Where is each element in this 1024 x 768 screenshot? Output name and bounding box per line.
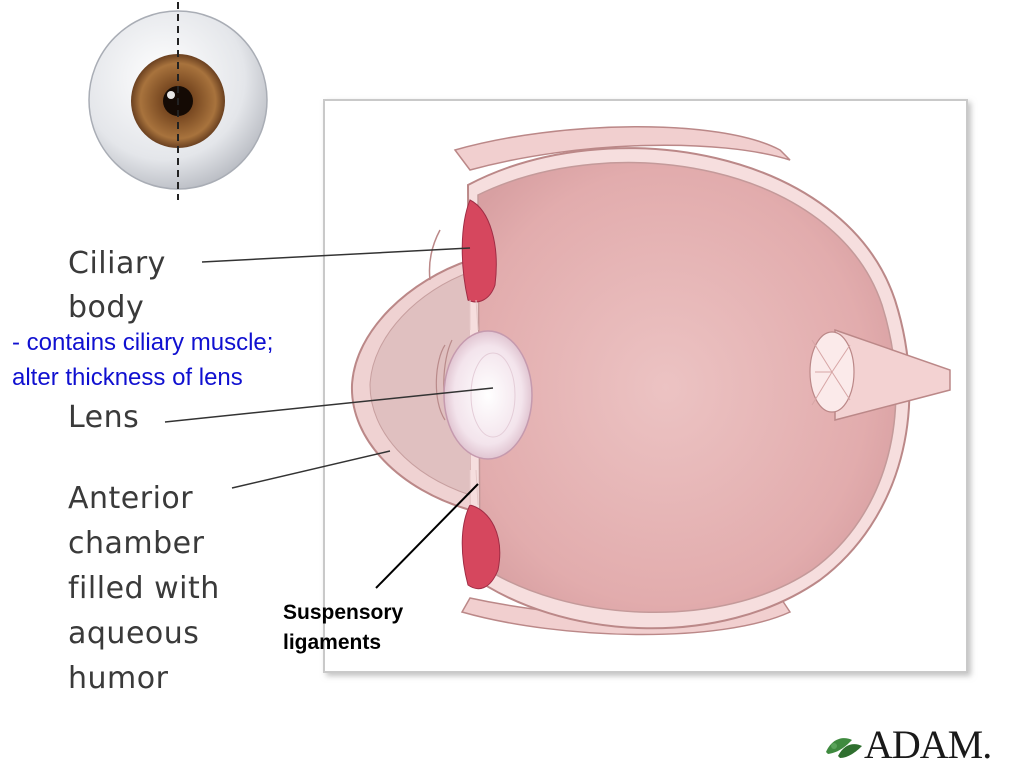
leaf-icon (826, 738, 862, 758)
eyeball-icon (88, 2, 268, 200)
label-suspensory-ligaments: Suspensory ligaments (283, 601, 404, 654)
suspensory-pointer (375, 483, 479, 589)
eye-cross-section (350, 126, 951, 636)
leader-lines (164, 247, 494, 489)
ciliary-annotation: - contains ciliary muscle; alter thickne… (12, 329, 274, 391)
logo-text: ADAM. (864, 721, 992, 767)
label-anterior-chamber: Anterior chamber filled with aqueous hum… (68, 481, 220, 696)
label-lens: Lens (68, 400, 140, 435)
adam-logo: ADAM. (822, 721, 992, 767)
label-ciliary-body: Ciliary body (68, 246, 166, 325)
